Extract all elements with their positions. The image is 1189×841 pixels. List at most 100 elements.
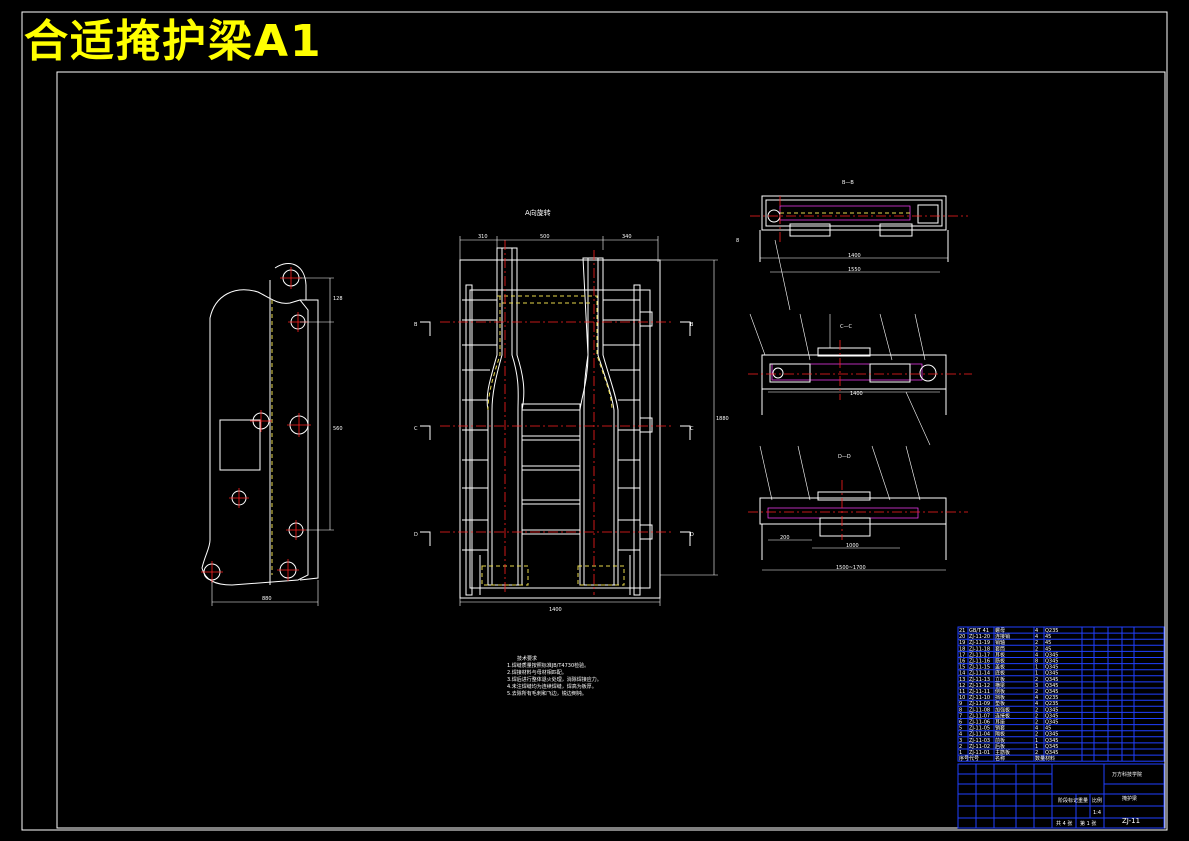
bom-header-name: 名称 [995,755,1005,762]
title-block-company: 万方科技学院 [1112,771,1142,778]
bom-cell-code: ZJ-11-14 [969,671,990,677]
bom-cell-mat: Q345 [1045,659,1058,665]
bom-cell-mat: 45 [1045,634,1051,640]
bom-cell-mat: Q235 [1045,701,1058,707]
bom-cell-mat: Q345 [1045,707,1058,713]
bom-cell-code: ZJ-11-01 [969,750,990,756]
bom-cell-qty: 4 [1035,726,1038,732]
bom-cell-qty: 1 [1035,738,1038,744]
title-block-stage-label: 阶段标记 [1058,797,1078,804]
bom-cell-no: 9 [959,701,962,707]
bom-cell-no: 15 [959,665,965,671]
bom-cell-no: 13 [959,677,965,683]
bom-cell-mat: Q345 [1045,744,1058,750]
section-b-label: B—B [842,180,854,186]
bom-cell-qty: 1 [1035,744,1038,750]
tech-req-line-1: 1.焊缝质量按照标准JB/T4730检验。 [507,662,589,669]
tech-req-line-4: 4.未注焊缝均为连续焊缝，焊高为板厚。 [507,683,597,690]
bom-cell-name: 螺母 [995,627,1005,634]
outer-border [21,11,1168,831]
bom-cell-code: ZJ-11-04 [969,732,990,738]
bom-cell-name: 隔板 [995,731,1005,738]
bom-cell-mat: Q345 [1045,732,1058,738]
a-view-label: A向旋转 [525,208,551,217]
dim-c-inner: 1400 [850,391,863,397]
bom-header-no: 序号 [959,755,969,762]
dim-d-mid: 1000 [846,543,859,549]
title-block-scale-label: 比例 [1092,797,1102,804]
bom-cell-no: 10 [959,695,965,701]
dim-a-top-left: 310 [478,234,488,240]
bom-cell-name: 筋板 [995,658,1005,665]
bom-cell-qty: 1 [1035,671,1038,677]
bom-cell-mat: Q345 [1045,750,1058,756]
bom-cell-no: 11 [959,689,965,695]
dim-a-height: 1880 [716,416,729,422]
bom-cell-code: ZJ-11-18 [969,646,990,652]
section-mark-d-left: D [414,532,418,538]
bom-cell-qty: 2 [1035,677,1038,683]
section-mark-c-right: C [690,426,694,432]
title-block-sheet: 第 1 张 [1080,820,1096,827]
bom-header-mat: 材料 [1045,755,1055,762]
bom-cell-no: 2 [959,744,962,750]
bom-cell-name: 后板 [995,743,1005,750]
bom-cell-name: 挡板 [995,694,1005,701]
dim-a-top-mid: 500 [540,234,550,240]
bom-cell-mat: Q345 [1045,665,1058,671]
section-mark-b-left: B [414,322,418,328]
bom-header-qty: 数量 [1035,755,1045,762]
bom-cell-no: 12 [959,683,965,689]
bom-cell-mat: Q345 [1045,671,1058,677]
bom-cell-no: 20 [959,634,965,640]
bom-cell-code: ZJ-11-15 [969,665,990,671]
a-view: A向旋转 [414,208,729,613]
dim-side-top: 128 [333,296,343,302]
tech-req-line-5: 5.去除所有毛刺和飞边，锐边倒钝。 [507,690,587,697]
bom-cell-name: 销轴 [995,639,1005,646]
section-d-d: D—D 200 1000 1500~1700 [748,445,968,571]
section-mark-d-right: D [690,532,694,538]
bom-cell-qty: 2 [1035,732,1038,738]
bom-cell-mat: Q235 [1045,695,1058,701]
title-block-weight-label: 重量 [1078,797,1088,804]
bom-cell-no: 5 [959,726,962,732]
bom-cell-mat: Q235 [1045,628,1058,634]
bom-cell-code: ZJ-11-12 [969,683,990,689]
dim-a-top-right: 340 [622,234,632,240]
bom-cell-no: 16 [959,659,965,665]
bom-cell-name: 耳板 [995,651,1005,658]
bom-cell-code: ZJ-11-08 [969,707,990,713]
bom-cell-no: 18 [959,646,965,652]
bom-cell-code: ZJ-11-13 [969,677,990,683]
bom-cell-name: 加强板 [995,706,1010,713]
bom-cell-name: 销套 [995,725,1005,732]
tech-req-line-2: 2.焊接材料与母材相匹配。 [507,669,567,676]
dim-side-width: 880 [262,596,272,602]
bom-cell-no: 6 [959,720,962,726]
bom-cell-code: ZJ-11-07 [969,713,990,719]
bom-cell-name: 立板 [995,676,1005,683]
bom-cell-qty: 2 [1035,750,1038,756]
section-c-label: C—C [840,324,852,330]
dim-side-height: 560 [333,426,343,432]
bom-cell-no: 1 [959,750,962,756]
bom-cell-no: 7 [959,713,962,719]
bom-cell-code: ZJ-11-06 [969,720,990,726]
bom-cell-mat: Q345 [1045,720,1058,726]
bom-cell-no: 4 [959,732,962,738]
section-d-label: D—D [838,454,851,460]
title-block-sheets: 共 4 张 [1056,820,1072,827]
title-block: 万方科技学院 掩护梁 ZJ-11 阶段标记 重量 比例 1:4 共 4 张 第 … [957,763,1165,829]
bom-cell-name: 横梁 [995,682,1005,689]
dim-d-total: 1500~1700 [836,565,866,571]
dim-d-left: 200 [780,535,790,541]
bom-cell-no: 17 [959,652,965,658]
bom-cell-code: GB/T 41 [969,628,989,634]
bom-cell-name: 主筋板 [995,749,1010,756]
bom-cell-name: 连接销 [995,633,1010,640]
bom-cell-name: 套筒 [995,645,1005,652]
bom-header-code: 代号 [969,755,979,762]
